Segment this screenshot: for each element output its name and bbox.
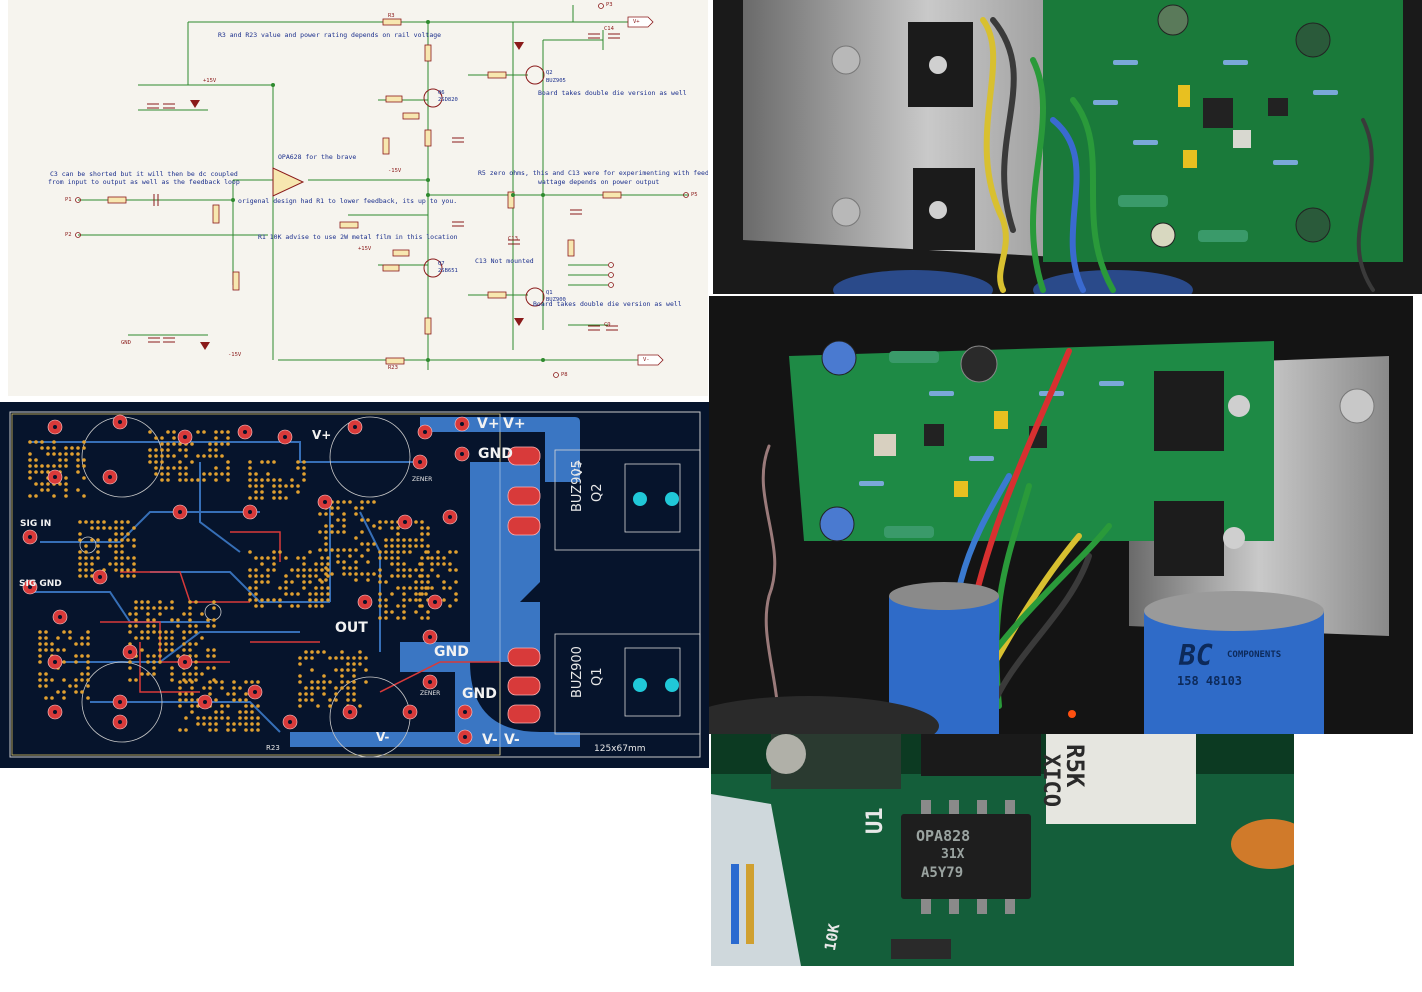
pcb-q1-name: BUZ900 (570, 646, 585, 698)
silk-u1: U1 (863, 807, 888, 835)
pcb-out-label: OUT (335, 620, 368, 636)
pcb-gnd-top: GND (478, 446, 513, 462)
pcb-vminus-1: V- (482, 732, 498, 748)
pcb-q1-ref: Q1 (590, 667, 605, 686)
chip-marking-line2: 31X (941, 847, 965, 862)
pcb-vplus-1: V+ (477, 416, 500, 432)
photo1-art (713, 0, 1422, 294)
chip-marking-line3: A5Y79 (921, 865, 964, 881)
flag-vplus: V+ (633, 19, 640, 25)
pcb-sig-gnd: SIG GND (19, 579, 62, 589)
part-p1: P1 (65, 197, 72, 203)
part-q2-name: BUZ905 (546, 78, 566, 84)
pcb-zener-top: ZENER (412, 476, 433, 483)
rail-gnd-left: GND (121, 340, 131, 346)
part-q6-name: 2SD820 (438, 97, 458, 103)
part-q7-name: 2SB651 (438, 268, 458, 274)
part-c9: C9 (604, 322, 611, 328)
pcb-vminus-3: V- (376, 730, 390, 744)
schematic-panel: R3 and R23 value and power rating depend… (8, 0, 708, 396)
note-c3: C3 can be shorted but it will then be dc… (50, 170, 238, 178)
rail-m15-mid: -15V (388, 168, 402, 174)
photo2-art (709, 296, 1413, 734)
note-r5-line2: wattage depends on power output (538, 178, 660, 186)
part-q1-name: BUZ900 (546, 297, 566, 303)
rail-m15-bot: -15V (228, 352, 242, 358)
cap-code: 158 48103 (1177, 674, 1243, 688)
res-code: R5K (1061, 744, 1089, 788)
flag-vminus: V- (643, 357, 650, 363)
note-r3-r23: R3 and R23 value and power rating depend… (218, 31, 442, 39)
pcb-vplus-2: V+ (503, 416, 526, 432)
photo3-art (711, 734, 1294, 966)
pcb-vplus-side: V+ (572, 459, 585, 476)
cap-brand-sub: COMPONENTS (1227, 650, 1282, 660)
part-r3: R3 (388, 13, 395, 19)
photo-amplifier-board-1 (713, 0, 1422, 294)
photo-opamp-closeup: OPA828 31X A5Y79 U1 10K R5K XICO (711, 734, 1294, 966)
note-r1: origenal design had R1 to lower feedback… (238, 197, 458, 205)
part-p2: P2 (65, 232, 72, 238)
pcb-zener-bot: ZENER (420, 690, 441, 697)
part-q2: Q2 (546, 70, 553, 76)
pcb-r23: R23 (266, 744, 280, 752)
schematic-wires (75, 3, 689, 378)
part-p5: P5 (691, 192, 698, 198)
note-q1: Board takes double die version as well (533, 300, 682, 308)
part-p8: P8 (561, 372, 568, 378)
part-p3: P3 (606, 2, 613, 8)
pcb-vplus-3: V+ (312, 428, 332, 442)
note-r5: R5 zero ohms, this and C13 were for expe… (478, 169, 708, 177)
part-q6: Q6 (438, 90, 445, 96)
note-q2: Board takes double die version as well (538, 89, 687, 97)
photo-amplifier-board-2: BC COMPONENTS 158 48103 (709, 296, 1413, 734)
pcb-gnd-low: GND (462, 686, 497, 702)
part-q1: Q1 (546, 290, 553, 296)
part-c14: C14 (604, 26, 614, 32)
part-r23: R23 (388, 365, 398, 371)
part-c13: C13 (508, 236, 518, 242)
pcb-board-size: 125x67mm (594, 744, 646, 754)
pcb-layout-panel: V+ V+ V+ GND GND GND OUT V- V- V- SIG IN… (0, 402, 709, 768)
pcb-gnd-mid: GND (434, 644, 469, 660)
pad-field (22, 414, 473, 745)
cap-brand: BC (1179, 639, 1213, 672)
pcb-sig-in: SIG IN (20, 519, 52, 529)
part-q7: Q7 (438, 261, 445, 267)
note-opa: OPA628 for the brave (278, 153, 357, 161)
rail-p15-mid: +15V (358, 246, 372, 252)
res-code-2: XICO (1038, 754, 1063, 807)
pcb-q2-ref: Q2 (590, 483, 605, 502)
chip-marking-line1: OPA828 (916, 827, 971, 845)
note-r1-line2: R1 10K advise to use 2W metal film in th… (258, 233, 458, 241)
pcb-vminus-2: V- (504, 732, 520, 748)
note-c13: C13 Not mounted (475, 257, 534, 265)
rail-p15-top: +15V (203, 78, 217, 84)
pcb-artwork (9, 411, 701, 758)
via-field (28, 430, 458, 732)
note-c3-line2: from input to output as well as the feed… (48, 178, 240, 186)
